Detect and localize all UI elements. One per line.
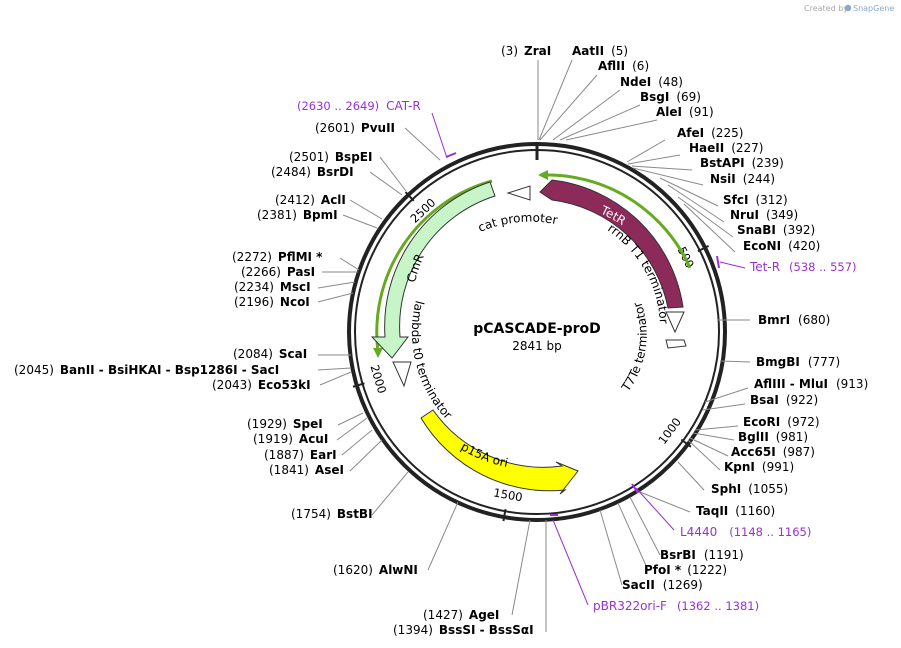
site-sphi[interactable]: SphI(1055): [711, 482, 788, 496]
primer-pbr322ori-f[interactable]: pBR322ori-F(1362 .. 1381): [593, 599, 759, 613]
snapgene-credit: Created by SnapGene: [804, 4, 894, 13]
site-bsgi[interactable]: BsgI(69): [640, 90, 701, 104]
site-scai[interactable]: (2084)ScaI: [233, 347, 307, 361]
site-bglii[interactable]: BglII(981): [738, 430, 808, 444]
primer-tet-r[interactable]: Tet-R(538 .. 557): [749, 260, 857, 274]
site-pflmi[interactable]: (2272)PflMI *: [232, 250, 323, 264]
tick-mark-1500: [502, 509, 507, 522]
tick-label-1500: 1500: [492, 485, 523, 504]
credit-brand: SnapGene: [853, 4, 894, 13]
restriction-sites: (3)ZraI AatII(5) AflII(6) NdeI(48) BsgI(…: [14, 44, 868, 637]
plasmid-size: 2841 bp: [512, 339, 562, 353]
site-bmgbi[interactable]: BmgBI(777): [756, 355, 840, 369]
site-leaders: [317, 59, 751, 632]
feature-tracks: [373, 170, 692, 358]
site-afei[interactable]: AfeI(225): [677, 126, 743, 140]
site-sacii[interactable]: SacII(1269): [622, 578, 703, 592]
site-msci[interactable]: (2234)MscI: [234, 280, 311, 294]
feature-p15a-ori[interactable]: [420, 409, 579, 495]
site-ndei[interactable]: NdeI(48): [620, 75, 683, 89]
site-bstbi[interactable]: (1754)BstBI: [291, 507, 373, 521]
site-agei[interactable]: (1427)AgeI: [423, 608, 499, 622]
primer-cat-r[interactable]: (2630 .. 2649)CAT-R: [297, 99, 421, 113]
tetr-track: [540, 173, 692, 269]
backbone: [347, 142, 727, 522]
site-eco53ki[interactable]: (2043)Eco53kI: [212, 378, 311, 392]
primers: (2630 .. 2649)CAT-R Tet-R(538 .. 557) L4…: [297, 99, 857, 613]
site-bsssi[interactable]: (1394)BssSI - BssSαI: [393, 623, 534, 637]
tick-label-2000: 2000: [367, 363, 389, 395]
site-acc65i[interactable]: Acc65I(987): [731, 445, 815, 459]
site-alei[interactable]: AleI(91): [656, 105, 714, 119]
cmr-track: [375, 179, 493, 353]
site-haeii[interactable]: HaeII(227): [689, 141, 764, 155]
site-zrai[interactable]: (3)ZraI: [501, 44, 551, 58]
site-asei[interactable]: (1841)AseI: [269, 463, 344, 477]
site-taqii[interactable]: TaqII(1160): [696, 504, 775, 518]
site-bspei[interactable]: (2501)BspEI: [289, 150, 372, 164]
label-cat-promoter: cat promoter: [476, 211, 559, 235]
site-aatii[interactable]: AatII(5): [572, 44, 628, 58]
site-acui[interactable]: (1919)AcuI: [253, 432, 328, 446]
primer-leaders: [431, 112, 746, 606]
site-econi[interactable]: EcoNI(420): [743, 239, 820, 253]
site-eari[interactable]: (1887)EarI: [264, 448, 337, 462]
site-afliii-mlui[interactable]: AflIII - MluI(913): [754, 377, 868, 391]
site-ecori[interactable]: EcoRI(972): [743, 415, 820, 429]
site-bsai[interactable]: BsaI(922): [750, 393, 818, 407]
tick-mark-2500: [404, 191, 415, 202]
feature-cat-promoter[interactable]: [506, 185, 531, 201]
feature-tetr[interactable]: [539, 179, 684, 309]
site-bstapi[interactable]: BstAPI(239): [700, 156, 784, 170]
site-sfci[interactable]: SfcI(312): [723, 193, 788, 207]
tick-mark-500: [697, 245, 710, 253]
site-spei[interactable]: (1929)SpeI: [247, 417, 323, 431]
site-pasi[interactable]: (2266)PasI: [241, 265, 315, 279]
tick-label-1000: 1000: [655, 415, 684, 447]
backbone-outer-ring: [347, 142, 727, 522]
site-alwni[interactable]: (1620)AlwNI: [333, 563, 418, 577]
feature-t7te-terminator[interactable]: [665, 339, 687, 349]
site-kpni[interactable]: KpnI(991): [724, 460, 794, 474]
snapgene-logo-icon: [844, 4, 852, 12]
site-pfoi[interactable]: PfoI *(1222): [644, 563, 727, 577]
site-bsrdi[interactable]: (2484)BsrDI: [271, 165, 354, 179]
site-ncoi[interactable]: (2196)NcoI: [234, 295, 310, 309]
site-bmri[interactable]: BmrI(680): [758, 313, 830, 327]
site-pvuii[interactable]: (2601)PvuII: [315, 121, 395, 135]
feature-rrnb-t1-terminator[interactable]: [665, 311, 685, 334]
cmr-track-arrowhead: [373, 348, 383, 358]
site-bpmi[interactable]: (2381)BpmI: [257, 208, 338, 222]
credit-prefix: Created by: [804, 4, 848, 13]
feature-lambda-t0-terminator[interactable]: [392, 361, 412, 388]
site-aflii[interactable]: AflII(6): [598, 59, 649, 73]
site-banii-group[interactable]: (2045)BanII - BsiHKAI - Bsp1286I - SacI: [14, 363, 279, 377]
tetr-track-arrowhead: [538, 170, 548, 180]
site-nsii[interactable]: NsiI(244): [710, 172, 775, 186]
label-t7te-terminator: T7Te terminator: [618, 300, 649, 394]
label-lambda-t0-terminator: lambda t0 terminator: [409, 299, 455, 422]
primer-l4440[interactable]: L4440(1148 .. 1165): [680, 525, 811, 539]
tick-mark-1000: [680, 438, 692, 448]
feature-cmr[interactable]: [370, 181, 496, 359]
tick-mark-2000: [352, 382, 365, 388]
plasmid-name: pCASCADE-proD: [473, 321, 600, 337]
features: [370, 179, 687, 495]
site-bsrbi[interactable]: BsrBI(1191): [660, 548, 744, 562]
site-acli[interactable]: (2412)AclI: [275, 193, 346, 207]
site-snabi[interactable]: SnaBI(392): [737, 223, 815, 237]
site-nrui[interactable]: NruI(349): [730, 208, 798, 222]
